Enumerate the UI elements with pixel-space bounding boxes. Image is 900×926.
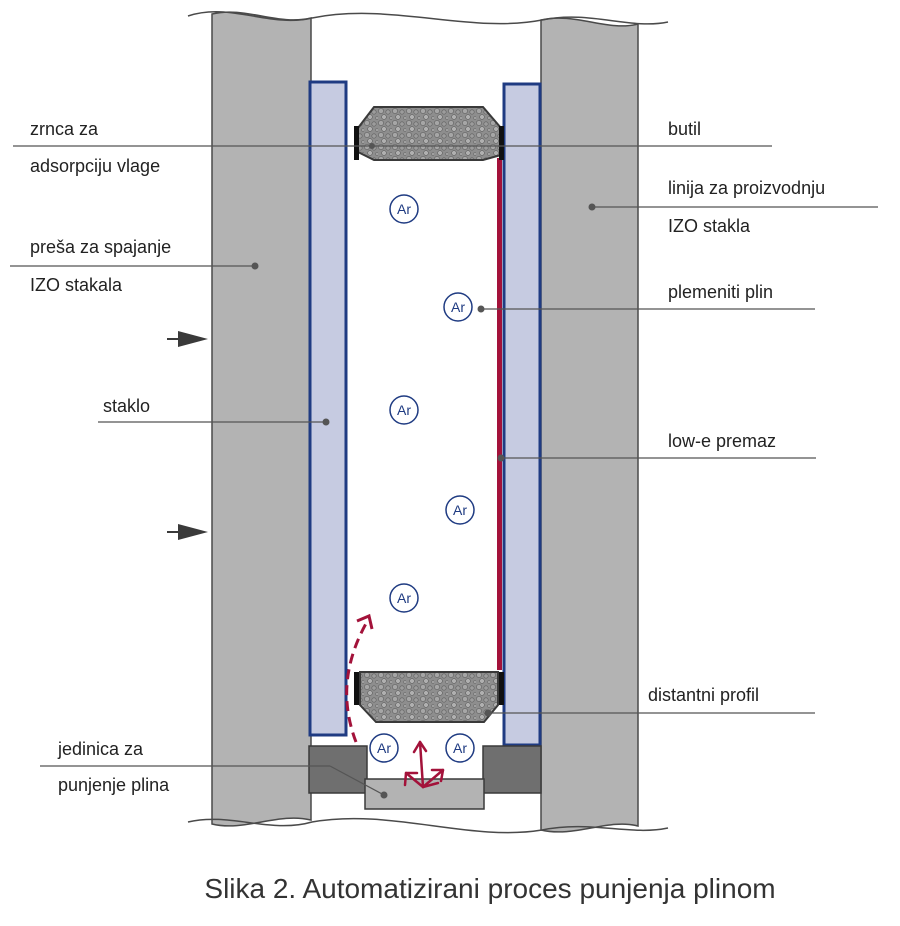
- label-presa-line2: IZO stakala: [30, 275, 123, 295]
- butyl-left-top: [354, 126, 359, 160]
- gas-flow-dashed-arrow: [345, 619, 370, 743]
- top-spacer-profile: [357, 106, 502, 161]
- right-glass-pane: [502, 82, 542, 747]
- argon-marker: Ar: [389, 395, 419, 425]
- butyl-left-bottom: [354, 672, 359, 705]
- bottom-spacer-profile: [359, 671, 499, 723]
- argon-marker: Ar: [443, 292, 473, 322]
- press-direction-arrow: [167, 331, 208, 347]
- label-zrnca-line2: adsorpciju vlage: [30, 156, 160, 176]
- svg-text:Ar: Ar: [397, 402, 411, 418]
- gas-unit-right-block: [482, 745, 542, 794]
- argon-marker: Ar: [369, 733, 399, 763]
- label-distantni: distantni profil: [648, 685, 759, 705]
- label-linija-line1: linija za proizvodnju: [668, 178, 825, 198]
- leader-lines: [10, 145, 878, 796]
- figure-caption: Slika 2. Automatizirani proces punjenja …: [204, 873, 775, 904]
- gas-flow-arrowhead: [356, 613, 374, 630]
- label-butil: butil: [668, 119, 701, 139]
- label-lowe: low-e premaz: [668, 431, 776, 451]
- argon-marker: Ar: [445, 733, 475, 763]
- butyl-right-top: [499, 126, 504, 160]
- argon-marker: Ar: [389, 194, 419, 224]
- gas-unit-left-block: [308, 745, 368, 794]
- label-zrnca-line1: zrnca za: [30, 119, 99, 139]
- left-press-panel: [211, 11, 312, 827]
- gas-injection-arrows: [403, 740, 445, 789]
- svg-text:Ar: Ar: [397, 201, 411, 217]
- label-staklo: staklo: [103, 396, 150, 416]
- label-jedinica-line2: punjenje plina: [58, 775, 170, 795]
- argon-marker: Ar: [389, 583, 419, 613]
- label-jedinica-line1: jedinica za: [57, 739, 144, 759]
- label-plemeniti: plemeniti plin: [668, 282, 773, 302]
- leader-dots: [251, 143, 596, 799]
- left-glass-pane: [308, 80, 348, 737]
- press-direction-arrow: [167, 524, 208, 540]
- top-break-line: [187, 11, 669, 25]
- svg-text:Ar: Ar: [451, 299, 465, 315]
- argon-marker: Ar: [445, 495, 475, 525]
- svg-text:Ar: Ar: [453, 740, 467, 756]
- label-linija-line2: IZO stakla: [668, 216, 751, 236]
- butyl-right-bottom: [499, 672, 504, 705]
- svg-text:Ar: Ar: [453, 502, 467, 518]
- right-line-panel: [540, 17, 639, 833]
- label-presa-line1: preša za spajanje: [30, 237, 171, 257]
- svg-text:Ar: Ar: [377, 740, 391, 756]
- svg-text:Ar: Ar: [397, 590, 411, 606]
- low-e-coating: [497, 158, 502, 670]
- bottom-break-line: [187, 817, 669, 834]
